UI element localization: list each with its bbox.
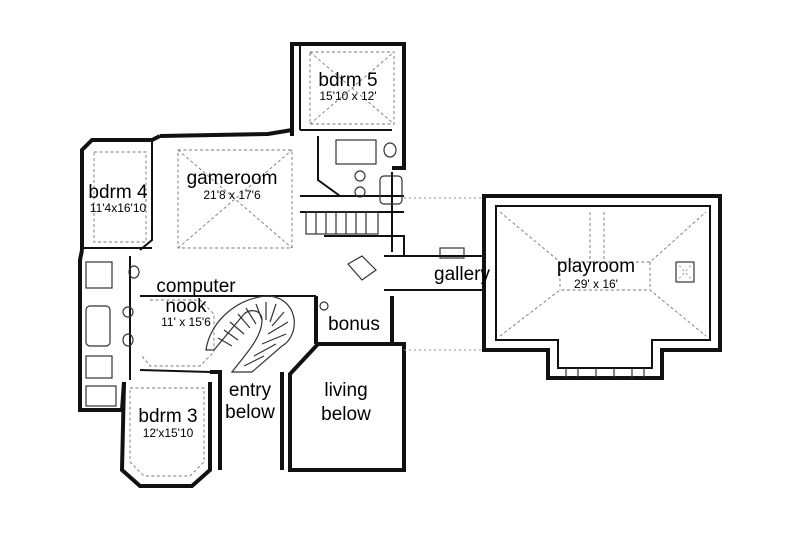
living-name-1: living	[324, 380, 367, 401]
bath5-shower	[379, 175, 403, 205]
living-below-walls	[288, 342, 406, 472]
gallery-niche	[439, 247, 465, 259]
bonus-name: bonus	[328, 314, 380, 335]
landing-door-swing	[347, 255, 377, 281]
bdrm4-name: bdrm 4	[88, 182, 148, 203]
playroom-dims: 29' x 16'	[574, 277, 618, 291]
fixtures	[85, 139, 695, 407]
curved-staircase-outline	[205, 295, 295, 373]
straight-stair-treads	[315, 212, 367, 234]
gallery-walls	[384, 255, 484, 291]
bdrm4-dims: 11'4x16'10	[90, 201, 147, 215]
gameroom-top-wall	[159, 128, 293, 138]
bdrm5-inner-line	[299, 44, 392, 131]
gallery-dashed-lines	[404, 197, 484, 351]
staircase-treads	[217, 302, 289, 367]
playroom-ceiling-hips	[499, 211, 707, 337]
gallery-name: gallery	[434, 264, 490, 285]
playroom-fixture-box	[675, 261, 695, 283]
bdrm4-right-wall	[139, 140, 153, 251]
bdrm3-ceiling-tray	[129, 387, 205, 477]
left-bath-toilet	[128, 265, 140, 279]
bath5-tub	[335, 139, 377, 165]
bdrm5-ceiling-tray	[309, 51, 395, 125]
stair-landing-wall	[324, 235, 405, 256]
stairs	[205, 211, 379, 373]
nook-ceiling	[141, 299, 215, 367]
straight-stair	[305, 211, 379, 235]
bdrm5-dims: 15'10 x 12'	[319, 89, 376, 103]
gameroom-name: gameroom	[187, 168, 278, 189]
nook-bottom-wall	[139, 369, 211, 373]
entry-left-wall	[210, 370, 222, 470]
computer-nook-name-1: computer	[156, 276, 236, 297]
playroom-name: playroom	[557, 256, 635, 277]
playroom-window-mullions	[565, 368, 645, 378]
bdrm5-ceiling-hips	[309, 51, 395, 125]
entry-name-2: below	[225, 402, 275, 423]
exterior-walls	[78, 42, 722, 488]
entry-name-1: entry	[229, 380, 272, 401]
bath5-toilet	[383, 142, 397, 158]
left-bath-sink	[122, 306, 134, 318]
gameroom-ceiling-tray	[177, 149, 293, 249]
playroom-inner-line	[495, 205, 711, 369]
bonus-sink	[319, 301, 329, 311]
left-closet	[85, 385, 117, 407]
playroom-ceiling-ridge	[589, 212, 605, 262]
bdrm3-name: bdrm 3	[138, 406, 197, 427]
playroom-walls	[482, 194, 722, 380]
left-bath-tub	[85, 305, 111, 347]
left-bath-toilet-2	[122, 333, 134, 347]
bdrm4-left-wall	[80, 134, 161, 250]
bath5-sink-2	[354, 186, 366, 198]
playroom-fixture-cross	[675, 261, 695, 283]
bdrm3-bay-wall	[119, 381, 212, 488]
interior-walls	[82, 44, 405, 380]
bdrm3-dims: 12'x15'10	[143, 426, 194, 440]
gameroom-dims: 21'8 x 17'6	[203, 188, 261, 202]
bonus-walls	[314, 296, 394, 344]
left-bath-closet	[85, 261, 113, 289]
bdrm5-name: bdrm 5	[318, 70, 377, 91]
bath5-sink	[354, 170, 366, 182]
computer-nook-dims: 11' x 15'6	[161, 315, 211, 329]
room-labels: bdrm 5 15'10 x 12' gameroom 21'8 x 17'6 …	[88, 70, 635, 440]
bdrm4-ceiling-tray	[93, 151, 147, 243]
bdrm5-walls	[290, 42, 406, 170]
living-name-2: below	[321, 404, 371, 425]
left-bath-vanity	[85, 355, 113, 379]
ceiling-details	[93, 51, 707, 477]
computer-nook-name-2: nook	[165, 296, 207, 317]
